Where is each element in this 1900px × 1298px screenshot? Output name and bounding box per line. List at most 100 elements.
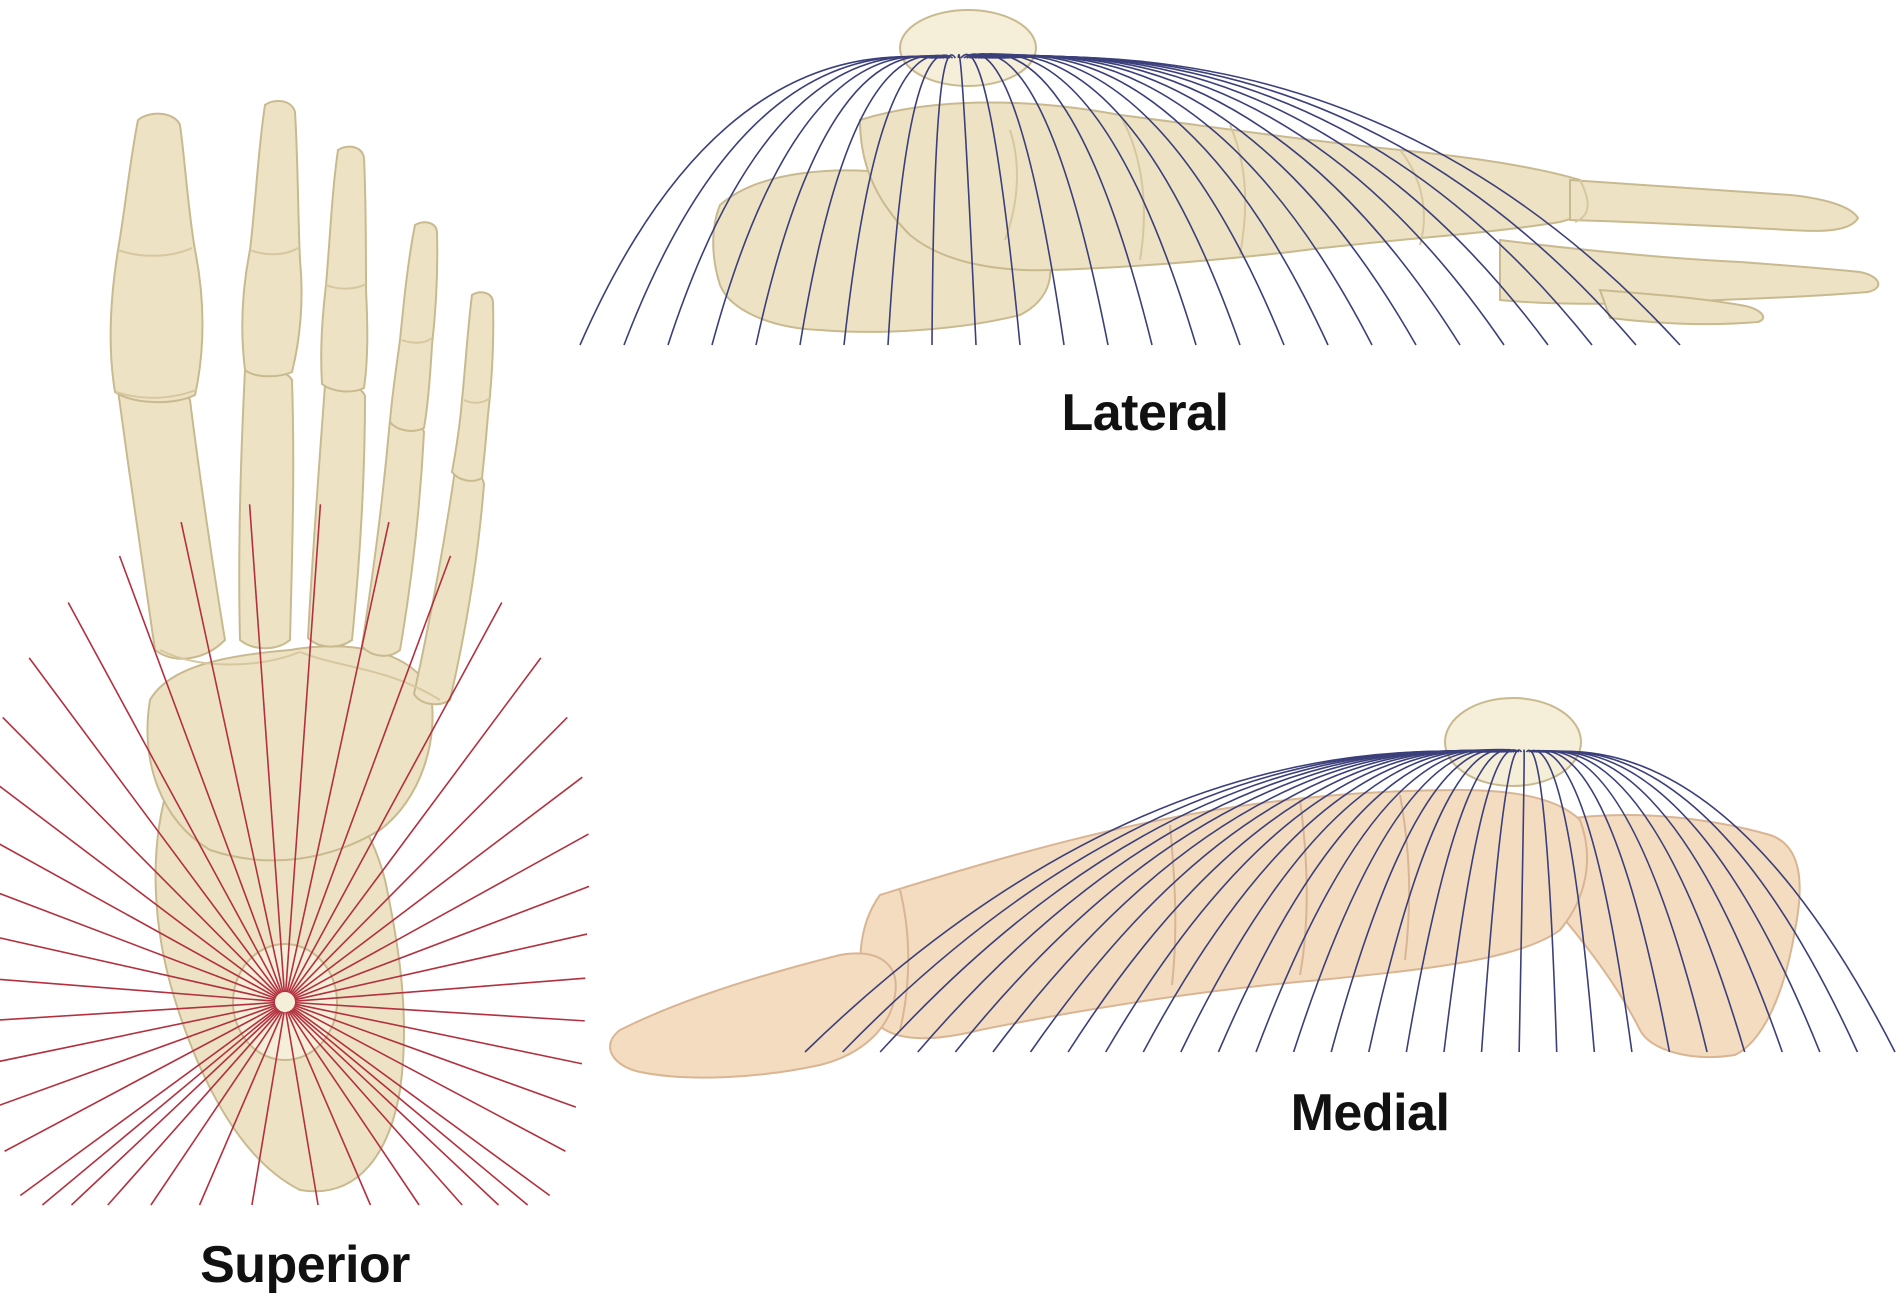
lateral-view: Lateral [579,9,1880,442]
superior-ray-line [2,716,279,996]
medial-ray-line [1545,750,1859,1053]
superior-ray-line [294,933,588,1001]
superior-ray-line [289,1010,463,1206]
lateral-ray-line [931,54,957,346]
medial-ray-line [1540,750,1783,1053]
superior-toe-5 [450,291,495,482]
medial-ray-line [1443,749,1520,1053]
superior-tarsal-bone [146,645,434,862]
lateral-ray-line [711,55,942,346]
medial-ray-line [1547,750,1896,1053]
superior-ray-line [287,1010,420,1206]
superior-ray-line [294,1003,583,1065]
superior-ray-line [291,1008,529,1206]
medial-ray-line [1480,749,1523,1053]
superior-metatarsal-3 [306,381,367,648]
medial-ray-line [1255,749,1508,1053]
lateral-ray-line [623,55,936,346]
superior-ray-line [285,1011,319,1206]
superior-ray-line [294,1001,585,1022]
superior-ray-line [67,602,281,994]
lateral-ray-line [755,55,945,346]
lateral-toe-small [1598,288,1765,326]
medial-ray-line [1538,750,1746,1053]
superior-metatarsal-4 [360,417,426,657]
lateral-ray-line [1002,55,1681,346]
lateral-joint-lines [1004,114,1589,261]
superior-ray-line [286,1011,372,1206]
superior-metatarsal-1 [116,383,227,660]
superior-ray-line [0,892,276,1000]
superior-ray-line [294,977,586,1003]
superior-ray-line [292,776,583,997]
medial-talus-dome [1444,697,1582,787]
superior-talus-dome [232,943,338,1061]
lateral-ray-line [579,56,934,346]
medial-ray-line [1180,749,1503,1053]
superior-ray-line [0,1004,276,1106]
lateral-ray-lines [579,53,1681,346]
superior-ray-line [287,555,452,993]
lateral-ray-line [667,55,939,346]
superior-ray-line [180,521,284,993]
medial-ray-line [1405,749,1517,1053]
superior-view: Superior [0,99,590,1294]
superior-toe-2 [241,99,303,378]
superior-ray-line [0,785,278,997]
lateral-toe-lower [1499,238,1880,305]
superior-ray-line [0,843,277,998]
medial-ray-line [1535,750,1708,1053]
lateral-toe-upper [1569,178,1860,232]
superior-toe-1 [109,112,204,404]
superior-ray-lines [0,504,590,1206]
superior-ray-line [70,1009,280,1206]
superior-ray-line [251,1011,285,1206]
superior-ray-line [0,1001,276,1021]
superior-ray-line [290,1009,500,1206]
medial-joint-lines [899,794,1411,1031]
superior-ray-line [41,1008,279,1206]
superior-ray-line [292,1007,551,1197]
medial-ray-line [1543,750,1821,1053]
medial-ray-line [1217,749,1505,1053]
lateral-ray-line [843,54,951,346]
superior-ray-line [0,978,276,1003]
medial-ray-line [1330,748,1513,1053]
lateral-talus-dome [899,9,1037,87]
medial-ray-lines [804,748,1896,1053]
medial-ray-line [1533,749,1671,1053]
lateral-ray-line [799,55,948,346]
medial-toe [609,952,897,1079]
superior-ray-line [290,657,542,995]
lateral-label: Lateral [1061,384,1228,442]
superior-metatarsal-5 [412,467,486,706]
superior-ray-line [0,1003,276,1063]
superior-ray-line [118,555,283,993]
superior-ray-line [28,657,280,995]
superior-ray-line [248,504,286,993]
medial-view: Medial [609,697,1896,1142]
superior-ray-line [291,716,568,996]
lateral-midfoot [858,101,1592,272]
medial-label: Medial [1291,1084,1450,1142]
superior-ray-line [293,833,589,998]
superior-ray-line [0,937,276,1001]
superior-ray-line [4,1005,277,1152]
superior-ray-line [284,504,322,993]
lateral-ray-line [957,53,977,346]
superior-metatarsal-2 [238,366,295,650]
superior-ray-line [150,1010,283,1206]
superior-ray-line [19,1007,278,1197]
medial-ray-line [1142,749,1500,1053]
lateral-ray-line [887,54,954,346]
superior-label: Superior [200,1236,410,1294]
superior-ray-line [286,521,390,993]
superior-ray-line [294,885,590,1000]
superior-ray-line [107,1010,281,1206]
superior-ray-line [294,1004,577,1108]
superior-ray-line [198,1011,284,1206]
superior-toe-4 [388,221,439,432]
medial-midfoot [859,788,1589,1040]
medial-ray-line [1518,749,1525,1053]
